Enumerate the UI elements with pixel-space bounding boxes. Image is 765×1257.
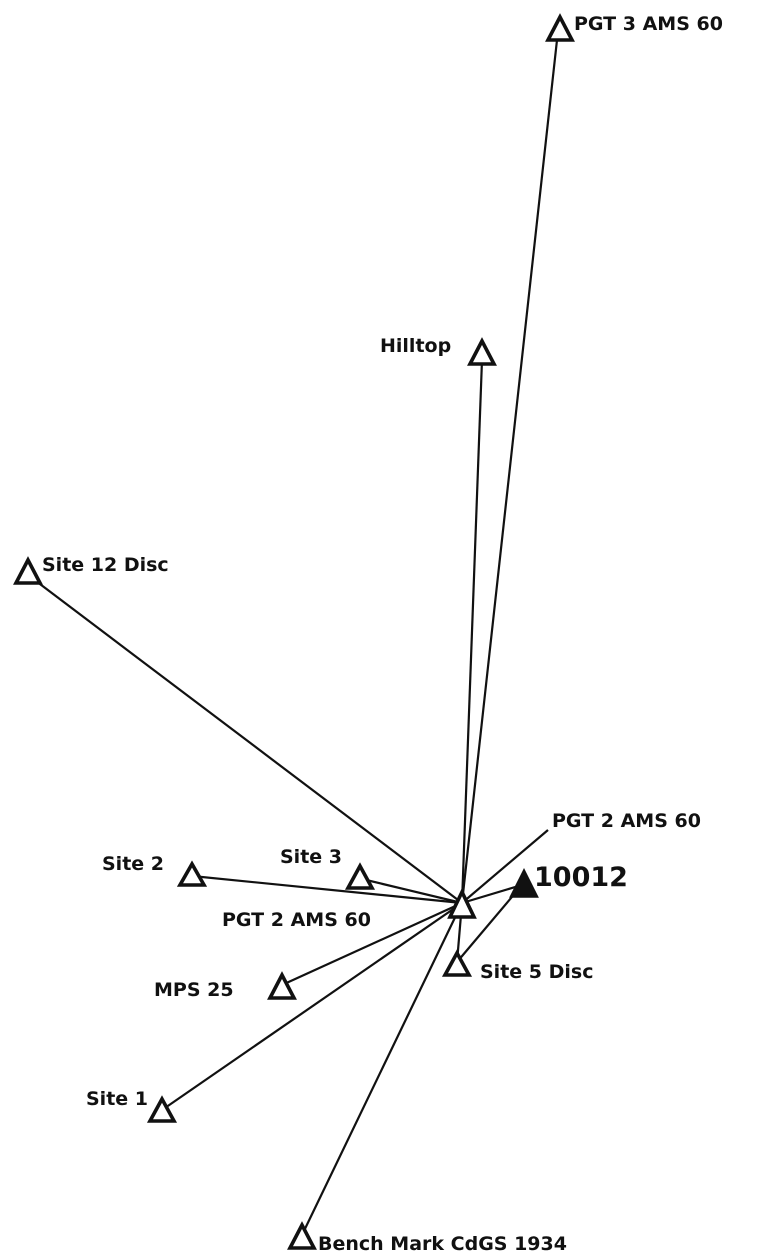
label-pgt3: PGT 3 AMS 60 — [574, 13, 723, 35]
label-bench-mark: Bench Mark CdGS 1934 — [318, 1233, 567, 1255]
line-to-hilltop — [460, 359, 484, 904]
label-pgt2-center: PGT 2 AMS 60 — [222, 909, 371, 931]
connection-lines — [27, 39, 559, 1236]
label-mps25: MPS 25 — [154, 979, 234, 1001]
line-to-site1 — [161, 902, 463, 1111]
label-site12: Site 12 Disc — [42, 554, 169, 576]
label-site2: Site 2 — [102, 853, 164, 875]
10012-filled-triangle-icon — [509, 867, 539, 898]
bench-mark-triangle-icon — [287, 1221, 317, 1250]
mps25-triangle-icon — [267, 971, 297, 1000]
line-site5-to-10012 — [456, 884, 523, 963]
line-to-site3 — [361, 877, 463, 905]
line-to-10012 — [461, 883, 523, 905]
site12-triangle-icon — [13, 556, 43, 585]
line-to-site2 — [191, 874, 463, 905]
line-to-pgt3 — [460, 39, 559, 904]
label-10012: 10012 — [534, 862, 628, 893]
station-labels: PGT 3 AMS 60 Hilltop Site 12 Disc PGT 2 … — [42, 13, 723, 1255]
line-to-bench-mark — [301, 902, 463, 1236]
center-station-triangle-icon — [447, 887, 477, 919]
label-hilltop: Hilltop — [380, 335, 451, 357]
label-site3: Site 3 — [280, 846, 342, 868]
site3-triangle-icon — [344, 862, 376, 890]
line-to-site12 — [27, 574, 463, 904]
pgt3-triangle-icon — [545, 13, 575, 42]
station-markers — [13, 13, 575, 1250]
label-pgt2-upper: PGT 2 AMS 60 — [552, 810, 701, 832]
label-site5: Site 5 Disc — [480, 961, 593, 983]
line-to-pgt2-upper — [461, 829, 549, 904]
hilltop-triangle-icon — [467, 337, 497, 366]
line-to-mps25 — [281, 901, 463, 987]
label-site1: Site 1 — [86, 1088, 148, 1110]
site5-triangle-icon — [441, 949, 473, 977]
site1-triangle-icon — [146, 1095, 178, 1123]
site2-triangle-icon — [176, 860, 208, 887]
